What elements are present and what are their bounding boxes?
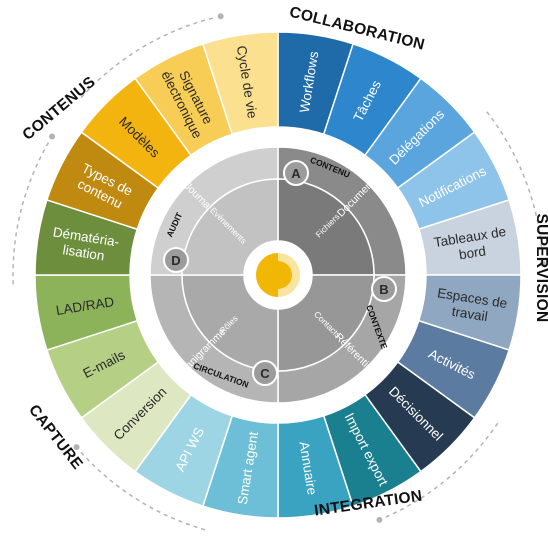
segment-smart-agent: Smart agent [201,414,279,519]
segment-conversion: Conversion [80,360,193,473]
arc-dot-1 [217,13,224,20]
quadrant-circulation-inner [181,274,279,372]
arc-dot-5 [49,133,56,140]
quadrant-audit-inner [181,178,279,276]
arc-dot-4 [73,444,80,451]
badge-c: C [252,360,278,386]
quadrant-contexte-inner [277,274,375,372]
badge-a-letter: A [291,166,301,181]
segment-cycle-de-vie: Cycle de vie [201,31,279,136]
group-label-supervision: SUPERVISION [533,214,548,323]
dashed-arc-4 [80,451,206,531]
badge-c-letter: C [260,366,270,381]
badge-b: B [371,276,397,302]
badge-b-letter: B [379,282,388,297]
badge-d: D [163,247,189,273]
segment-dematerialisation: Dématéria-lisation [34,198,139,276]
quadrant-contenu-inner [277,178,375,276]
arc-dot-2 [539,260,546,267]
dashed-arc-3 [385,422,499,518]
segment-decisionnel: Décisionnel [363,360,476,473]
group-arcs [12,13,546,531]
segment-import-export: Import export [322,393,422,508]
dashed-arc-2 [486,111,544,257]
dashed-arc-5 [12,142,50,285]
badge-a: A [283,160,309,186]
badge-d-letter: D [171,253,180,268]
inner-circle: DocumentsFichiersRéférentielsContactsOrg… [146,143,410,407]
center-half-circle-icon [249,246,307,304]
segment-notifications: Notifications [396,131,511,231]
segment-espaces-de-travail: Espaces detravail [417,274,522,352]
arc-dot-3 [376,516,383,523]
segment-cycle-de-vie-shape [201,31,279,136]
segment-taches: Tâches [322,42,422,157]
dashed-arc-1 [80,17,215,99]
segment-signature-electronique: Signatureélectronique [134,42,234,157]
